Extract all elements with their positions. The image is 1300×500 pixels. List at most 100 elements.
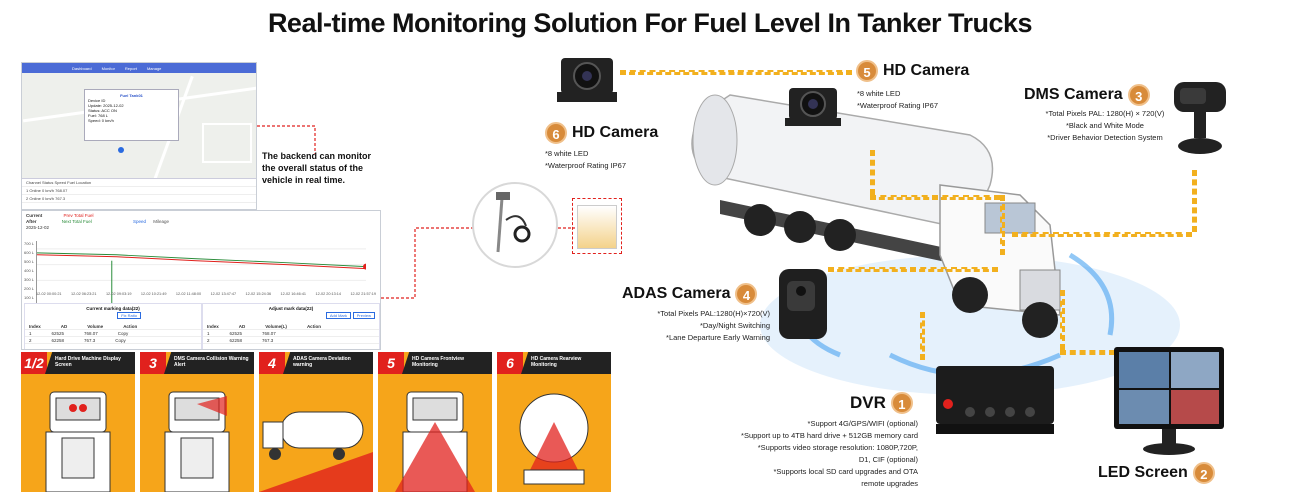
backend-description: The backend can monitor the overall stat…	[262, 151, 372, 185]
tank-section-icon	[577, 205, 617, 249]
spec-line: *Supports local SD card upgrades and OTA	[773, 467, 918, 476]
badge-2: 2	[1192, 462, 1215, 484]
marking-tables: Current marking data(22) Fix Ratio Index…	[22, 303, 380, 349]
connector-line	[1192, 170, 1197, 232]
nav-item-report[interactable]: Report	[124, 65, 137, 71]
legend-next-total-fuel[interactable]: Next Total Fuel	[61, 219, 92, 224]
nav-item-monitor[interactable]: Monitor	[101, 65, 115, 71]
connector-line	[620, 70, 852, 75]
vehicle-table: Channel Status Speed Fuel Location 1 Onl…	[22, 178, 256, 209]
vehicle-info-popup: Fuel Tank01 Device ID Update: 2025-12-02…	[84, 89, 179, 141]
y-axis-ticks: 700 L 600 L 500 L 400 L 300 L 200 L 100 …	[24, 239, 34, 311]
tile-header: 5 HD Camera Frontview Monitoring	[378, 352, 492, 374]
fuel-chart-panel: Current Prev Total Fuel After Next Total…	[21, 210, 381, 350]
truck-front-icon	[164, 391, 230, 492]
badge-1: 1	[890, 392, 913, 414]
tile-header: 4 ADAS Camera Deviation warning	[259, 352, 373, 374]
tile-header: 1/2 Hard Drive Machine Display Screen	[21, 352, 135, 374]
legend-prev-total-fuel[interactable]: Prev Total Fuel	[63, 213, 94, 218]
popup-line: Status: ACC ON	[88, 108, 117, 113]
preview-button[interactable]: Preview	[352, 312, 375, 319]
led-screen-name: LED Screen	[1098, 464, 1188, 481]
legend-current: Current	[26, 213, 43, 218]
tile-header: 3 DMS Camera Collision Warning Alert	[140, 352, 254, 374]
y-tick: 400 L	[24, 268, 35, 273]
current-marking-table: Current marking data(22) Fix Ratio Index…	[24, 303, 202, 349]
table-title: Adjust mark data(22)	[268, 306, 314, 311]
spec-line: *Driver Behavior Detection System	[1047, 133, 1163, 142]
x-tick: 12-02 16:46:41	[280, 292, 307, 296]
x-tick: 12-02 06:23:21	[70, 292, 97, 296]
popup-line: Device ID	[88, 98, 106, 103]
legend-mileage[interactable]: Mileage	[153, 219, 170, 224]
y-tick: 700 L	[24, 241, 35, 246]
tile-number: 5	[378, 352, 404, 374]
led-screen-label: LED Screen 2	[1098, 462, 1215, 484]
spec-line: *Day/Night Switching	[699, 321, 770, 330]
dvr-label: DVR 1	[850, 392, 913, 414]
connector-line	[1000, 195, 1005, 255]
map-block	[202, 123, 252, 163]
adjust-marking-table: Adjust mark data(22) Add Mark Preview In…	[202, 303, 380, 349]
nav-item-dashboard[interactable]: Dashboard	[72, 65, 92, 71]
tile-number: 6	[497, 352, 523, 374]
spec-line: D1, CIF (optional)	[858, 455, 918, 464]
badge-4: 4	[735, 283, 758, 305]
vehicle-marker-icon[interactable]	[118, 147, 124, 153]
hd-camera-6-specs: *8 white LED *Waterproof Rating IP67	[545, 148, 626, 172]
legend-speed[interactable]: Speed	[132, 219, 146, 224]
spec-line: remote upgrades	[861, 479, 918, 488]
y-tick: 500 L	[24, 259, 35, 264]
x-tick: 12-02 00:00:21	[36, 292, 62, 296]
map-monitor-panel: Dashboard Monitor Report Manage Fuel Tan…	[21, 62, 257, 210]
connector-line	[870, 150, 875, 195]
tile-label: ADAS Camera Deviation warning	[283, 352, 373, 374]
spec-line: *8 white LED	[545, 149, 589, 158]
fix-ratio-button[interactable]: Fix Ratio	[117, 312, 141, 319]
prev-fuel-line	[37, 254, 366, 270]
hd-camera-6-device-icon	[557, 58, 617, 102]
tile-adas-camera: 4 ADAS Camera Deviation warning	[259, 352, 373, 492]
next-fuel-line	[37, 252, 366, 268]
dms-camera-name: DMS Camera	[1024, 86, 1123, 103]
x-tick: 12-02 21:57:19	[350, 292, 376, 296]
dms-camera-label: DMS Camera 3	[1024, 84, 1150, 106]
popup-line: Update: 2025-12-02	[88, 103, 124, 108]
hd-camera-6-label: 6 HD Camera	[545, 122, 658, 144]
tile-number: 4	[259, 352, 285, 374]
x-tick: 12-02 15:24:36	[245, 292, 272, 296]
spec-line: *Waterproof Rating IP67	[857, 101, 939, 110]
tile-rearview-camera: 6 HD Camera Rearview Monitoring	[497, 352, 611, 492]
x-tick: 12-02 11:48:00	[175, 292, 202, 296]
x-tick: 12-02 20:13:14	[315, 292, 342, 296]
connector-line	[920, 312, 925, 360]
tanker-side-icon	[259, 411, 373, 492]
tile-number: 3	[140, 352, 166, 374]
spec-line: *Supports video storage resolution: 1080…	[757, 443, 918, 452]
nav-item-manage[interactable]: Manage	[146, 65, 162, 71]
spec-line: *Support up to 4TB hard drive + 512GB me…	[741, 431, 918, 440]
tile-frontview-camera: 5 HD Camera Frontview Monitoring	[378, 352, 492, 492]
tile-label: HD Camera Rearview Monitoring	[521, 352, 611, 374]
fuel-sensor-icon	[472, 182, 558, 268]
current-point[interactable]	[363, 263, 366, 270]
table-row[interactable]: 1 Online 0 km/h 768.07	[22, 187, 256, 195]
add-mark-button[interactable]: Add Mark	[325, 312, 351, 319]
dvr-device-icon	[936, 366, 1054, 434]
tile-label: Hard Drive Machine Display Screen	[45, 352, 135, 374]
tile-display-screen: 1/2 Hard Drive Machine Display Screen	[21, 352, 135, 492]
popup-title: Fuel Tank01	[120, 93, 143, 98]
connector-line	[257, 125, 316, 154]
hd-camera-5-name: HD Camera	[883, 62, 970, 79]
table-row[interactable]: 2 Online 0 km/h 767.3	[22, 195, 256, 203]
dvr-name: DVR	[850, 393, 886, 412]
badge-6: 6	[545, 122, 567, 144]
spec-line: *Lane Departure Early Warning	[666, 333, 770, 342]
x-tick: 12-02 09:03:19	[105, 292, 132, 296]
dvr-specs: *Support 4G/GPS/WIFI (optional) *Support…	[728, 418, 918, 490]
